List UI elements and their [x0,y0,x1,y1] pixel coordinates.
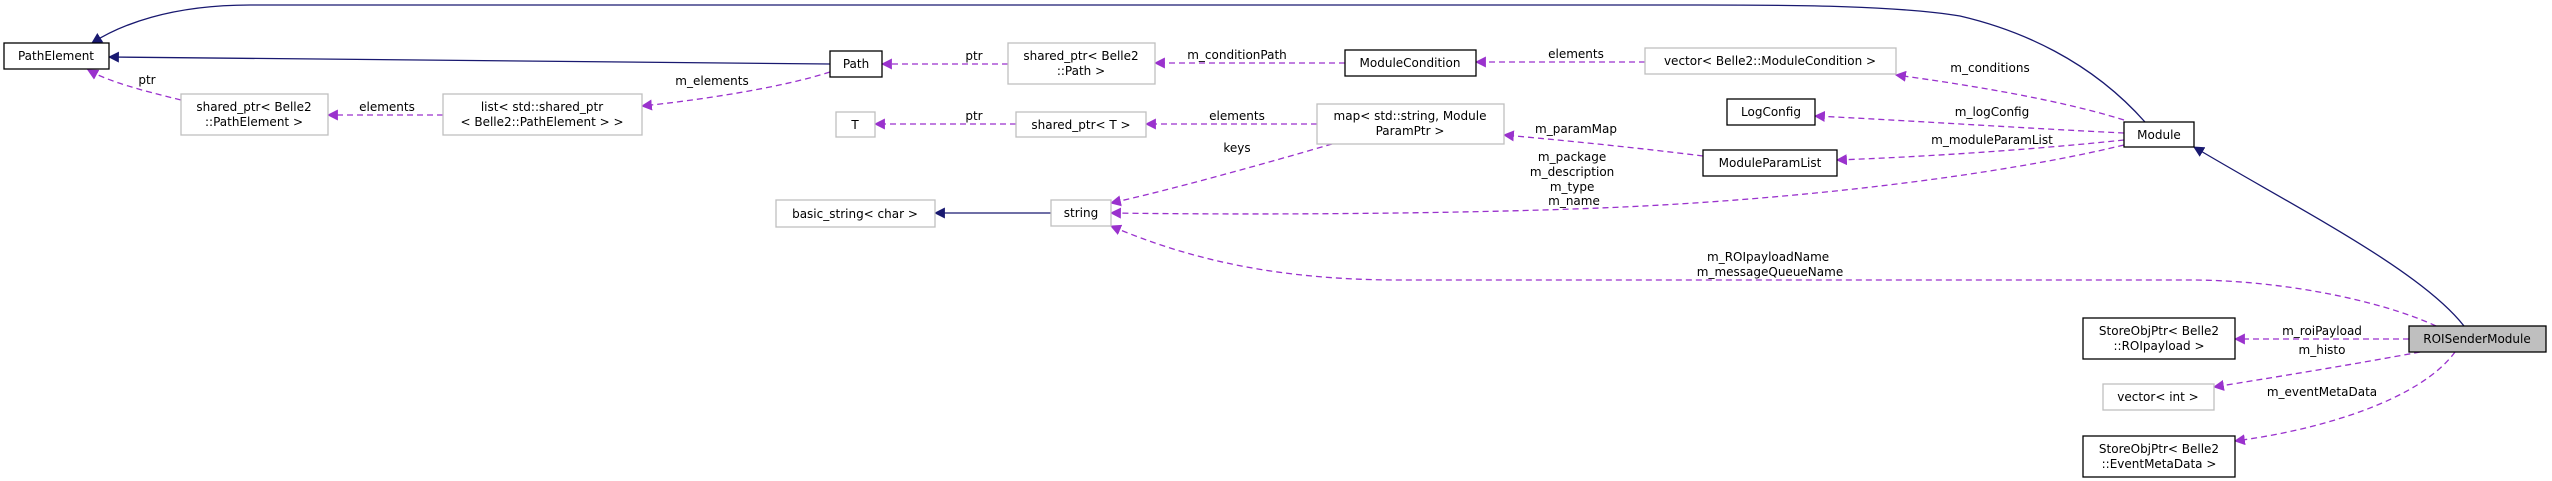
edge-label: m_conditions [1950,61,2029,75]
edge-label: ptr [965,109,982,123]
edge-label: elements [1548,47,1604,61]
svg-text:basic_string< char >: basic_string< char > [792,207,918,221]
edge-module-to-vector-conditions [1894,70,2125,121]
node-storeobjptr-roipayload[interactable]: StoreObjPtr< Belle2::ROIpayload > [2082,317,2236,360]
svg-text:StoreObjPtr< Belle2::EventMeta: StoreObjPtr< Belle2::EventMetaData > [2099,442,2219,471]
svg-text:StoreObjPtr< Belle2::ROIpayloa: StoreObjPtr< Belle2::ROIpayload > [2099,324,2219,353]
svg-text:LogConfig: LogConfig [1741,105,1801,119]
edge-label: keys [1223,141,1250,155]
svg-text:PathElement: PathElement [18,49,94,63]
svg-text:vector< Belle2::ModuleConditio: vector< Belle2::ModuleCondition > [1664,54,1876,68]
edge-label: m_roiPayload [2282,324,2362,338]
edge-moduleparamlist-to-map [1502,130,1704,157]
edge-label: elements [359,100,415,114]
node-vector-modulecondition: vector< Belle2::ModuleCondition > [1644,47,1897,75]
edge-module-to-logconfig [1813,110,2125,134]
edge-label: ptr [965,49,982,63]
edge-module-to-moduleparamlist [1835,139,2125,166]
edge-label: m_elements [675,74,748,88]
svg-text:shared_ptr< Belle2::PathElemen: shared_ptr< Belle2::PathElement > [196,100,311,129]
node-basic-string: basic_string< char > [775,199,936,228]
edge-module-to-string [1109,144,2125,219]
node-pathelement[interactable]: PathElement [3,42,110,70]
edge-label: m_histo [2299,343,2346,357]
node-modulecondition[interactable]: ModuleCondition [1344,49,1477,77]
edge-roisender-to-vector-int [2212,351,2421,391]
svg-text:shared_ptr< Belle2::Path >: shared_ptr< Belle2::Path > [1023,49,1138,78]
svg-text:Path: Path [843,57,869,71]
svg-text:vector< int >: vector< int > [2117,390,2198,404]
edge-label: m_conditionPath [1187,48,1287,62]
edge-label: m_paramMap [1535,122,1617,136]
node-logconfig[interactable]: LogConfig [1726,98,1816,126]
edge-roisender-inherits-module [2193,146,2465,327]
node-string: string [1050,199,1112,227]
node-path[interactable]: Path [829,50,883,78]
svg-text:string: string [1064,206,1098,220]
node-moduleparamlist[interactable]: ModuleParamList [1702,149,1838,177]
node-list-shared-ptr: list< std::shared_ptr< Belle2::PathEleme… [442,93,643,136]
svg-text:shared_ptr< T >: shared_ptr< T > [1031,118,1130,132]
edges [87,4,2465,446]
edge-label: elements [1209,109,1265,123]
edge-label: m_moduleParamList [1931,133,2053,147]
node-roisendermodule: ROISenderModule [2408,325,2547,353]
edge-label: ptr [138,73,155,87]
node-shared-ptr-pathelement: shared_ptr< Belle2::PathElement > [180,93,329,136]
edge-path-inherits-pathelement [107,51,831,65]
node-vector-int: vector< int > [2102,383,2215,411]
node-module[interactable]: Module [2123,121,2195,148]
svg-text:T: T [850,118,859,132]
edge-map-to-string [1109,143,1333,207]
node-shared-ptr-path: shared_ptr< Belle2::Path > [1007,42,1156,85]
svg-text:list< std::shared_ptr< Belle2:: list< std::shared_ptr< Belle2::PathEleme… [460,100,623,129]
edge-path-to-list [640,71,831,111]
edge-label: m_eventMetaData [2267,385,2377,399]
node-storeobjptr-eventmetadata[interactable]: StoreObjPtr< Belle2::EventMetaData > [2082,435,2236,478]
node-t: T [835,111,876,138]
edge-labels: ptr elements m_elements ptr m_conditionP… [138,47,2377,399]
edge-label: m_package m_description m_type m_name [1530,150,1618,208]
svg-text:ModuleCondition: ModuleCondition [1360,56,1461,70]
edge-label: m_logConfig [1955,105,2029,119]
edge-label: m_ROIpayloadName m_messageQueueName [1697,250,1843,279]
edge-roisender-to-string [1109,224,2437,327]
edge-shared-ptr-to-pathelement [87,69,182,101]
edge-module-inherits-pathelement [91,4,2146,123]
svg-text:ROISenderModule: ROISenderModule [2423,332,2531,346]
svg-text:Module: Module [2137,128,2181,142]
edge-roisender-to-storeobjptr-emd [2233,351,2456,446]
node-shared-ptr-t: shared_ptr< T > [1015,111,1147,138]
svg-text:ModuleParamList: ModuleParamList [1719,156,1822,170]
